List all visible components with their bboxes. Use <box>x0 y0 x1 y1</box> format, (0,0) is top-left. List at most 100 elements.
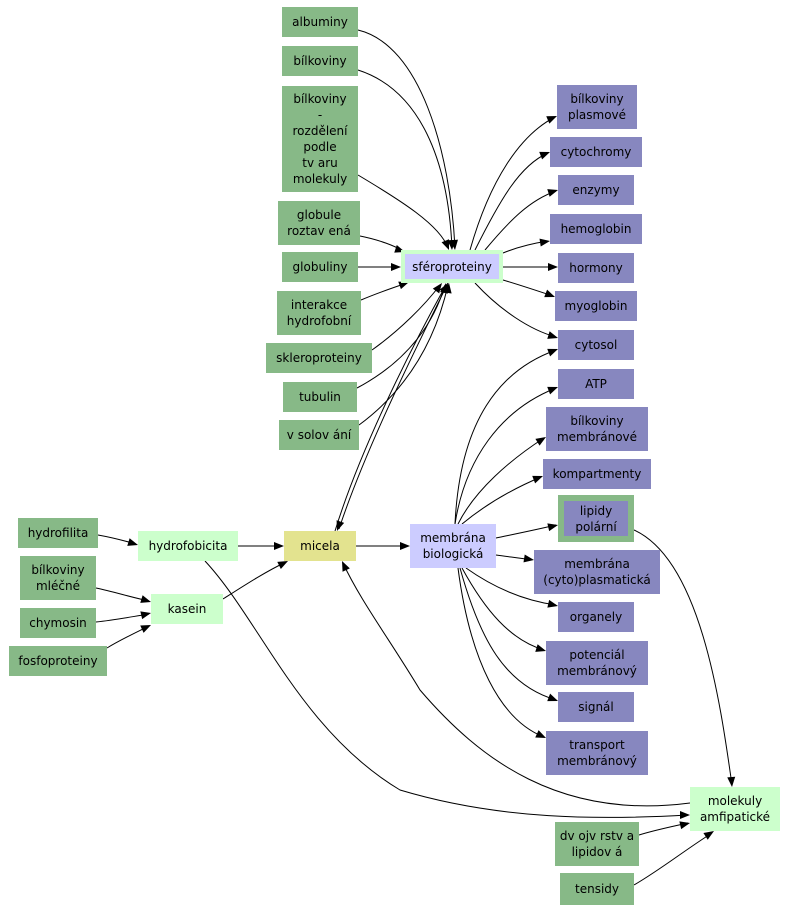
node-globule-roztavena[interactable]: globule roztav ená <box>278 201 360 245</box>
node-bilkoviny-rozdeleni[interactable]: bílkoviny - rozdělení podle tv aru molek… <box>282 86 358 192</box>
node-bilkoviny-plasmove[interactable]: bílkoviny plasmové <box>557 85 637 129</box>
edge-vsolovani <box>358 284 449 426</box>
node-tensidy[interactable]: tensidy <box>560 873 634 905</box>
node-membrana-biologicka[interactable]: membrána biologická <box>410 524 496 568</box>
edge-micela-mb-arrowhead <box>400 542 410 550</box>
edge-hydrofilita-arrowhead <box>127 538 138 546</box>
edge-micela-sf-arrowhead <box>439 283 448 294</box>
edge-hydrofobicita-molekuly <box>204 560 689 818</box>
edge-sf-cytochromy <box>474 152 549 251</box>
edge-mb-transport-arrowhead <box>535 730 546 738</box>
node-potencial-membranovy[interactable]: potenciál membránový <box>546 641 648 685</box>
edge-kasein-micela <box>222 561 287 600</box>
edge-fosfo-kasein-arrowhead <box>140 625 151 633</box>
node-interakce-hydrofobni[interactable]: interakce hydrofobní <box>277 291 361 335</box>
node-sferoproteiny[interactable]: sféroproteiny <box>401 250 503 283</box>
node-tubulin[interactable]: tubulin <box>283 382 357 412</box>
edge-mlecne-kasein-arrowhead <box>140 595 151 603</box>
edge-albuminy <box>357 29 456 249</box>
edge-sf-plasmove <box>469 116 556 251</box>
edge-sf-cytosol-arrowhead <box>547 331 558 339</box>
node-hydrofobicita[interactable]: hydrofobicita <box>138 531 238 561</box>
edge-sklero-arrowhead <box>432 283 442 294</box>
edge-mb-kompartmenty <box>461 476 542 525</box>
edge-sf-cytochromy-arrowhead <box>539 151 550 160</box>
node-cytochromy[interactable]: cytochromy <box>550 137 642 167</box>
edge-kasein-micela-arrowhead <box>277 561 288 570</box>
node-membrana-cytoplasmaticka[interactable]: membrána (cyto)plasmatická <box>534 550 660 594</box>
edge-mb-signal-arrowhead <box>547 693 558 702</box>
edge-mb-atp-arrowhead <box>547 386 558 395</box>
node-molekuly-amfipaticke[interactable]: molekuly amfipatické <box>690 787 780 831</box>
node-fosfoproteiny[interactable]: fosfoproteiny <box>9 646 107 676</box>
node-dvojvrstva-lipidova[interactable]: dv ojv rstv a lipidov á <box>555 822 639 866</box>
edge-hydrofobicita-molekuly-arrowhead <box>680 811 690 819</box>
edge-mb-lipidy <box>495 524 557 539</box>
edge-sklero <box>371 284 441 351</box>
edge-bilkoviny <box>357 69 453 249</box>
edge-globuliny-arrowhead <box>391 263 401 271</box>
edge-lipidy-molekuly <box>633 529 733 786</box>
edge-lipidy-molekuly-arrowhead <box>727 776 736 787</box>
edge-dvojvrstva-molekuly-arrowhead <box>679 821 690 830</box>
node-enzymy[interactable]: enzymy <box>558 175 634 205</box>
edge-sf-hormony-arrowhead <box>548 263 558 271</box>
edge-mb-potencial <box>461 567 545 651</box>
node-kompartmenty[interactable]: kompartmenty <box>543 459 651 489</box>
node-hemoglobin[interactable]: hemoglobin <box>550 214 642 244</box>
node-globuliny[interactable]: globuliny <box>282 252 358 282</box>
edge-mb-cytosol-arrowhead <box>547 348 558 357</box>
node-micela[interactable]: micela <box>284 531 356 561</box>
edge-mb-organely-arrowhead <box>547 599 558 608</box>
edge-sf-myoglobin-arrowhead <box>544 289 555 298</box>
edge-sf-hemoglobin-arrowhead <box>539 238 550 247</box>
edge-molekuly-micela <box>342 562 691 807</box>
edge-sf-myoglobin <box>502 279 554 297</box>
edge-mb-signal <box>459 567 557 701</box>
edge-mb-organely <box>465 567 557 606</box>
edge-sf-enzymy-arrowhead <box>547 189 558 197</box>
node-cytosol[interactable]: cytosol <box>558 330 634 360</box>
edge-bilkoviny-arrowhead <box>447 239 456 250</box>
node-bilkoviny-mlecne[interactable]: bílkoviny mléčné <box>20 556 96 600</box>
node-myoglobin[interactable]: myoglobin <box>555 291 637 321</box>
edge-molekuly-micela-arrowhead <box>342 561 350 572</box>
node-hormony[interactable]: hormony <box>558 253 634 283</box>
node-skleroproteiny[interactable]: skleroproteiny <box>266 343 372 373</box>
edge-tensidy-molekuly <box>633 832 713 886</box>
edge-sf-plasmove-arrowhead <box>546 116 557 124</box>
edge-tensidy-molekuly-arrowhead <box>703 831 714 840</box>
edge-sf-cytosol <box>474 282 557 338</box>
edge-mlecne-kasein <box>95 587 150 602</box>
edge-micela-sf <box>334 284 447 532</box>
edge-mb-transport <box>457 567 545 738</box>
edge-sf-enzymy <box>484 190 557 251</box>
node-signal[interactable]: signál <box>558 692 634 722</box>
node-atp[interactable]: ATP <box>558 369 634 399</box>
edge-rozdeleni-arrowhead <box>441 239 449 250</box>
node-bilkoviny[interactable]: bílkoviny <box>282 46 358 76</box>
node-lipidy-polarni[interactable]: lipidy polární <box>558 495 634 542</box>
edge-mb-cytosol <box>454 349 557 525</box>
edge-sf-micela-arrowhead <box>336 520 345 531</box>
node-kasein[interactable]: kasein <box>151 594 223 624</box>
edge-hydrofobicita-micela-arrowhead <box>274 542 284 550</box>
node-albuminy[interactable]: albuminy <box>282 7 358 37</box>
edge-sf-micela <box>338 282 449 530</box>
edge-mb-membranove-arrowhead <box>535 437 546 446</box>
node-bilkoviny-membranove[interactable]: bílkoviny membránové <box>546 407 648 451</box>
node-vsolovani[interactable]: v solov ání <box>279 420 359 450</box>
edge-mb-lipidy-arrowhead <box>547 523 558 532</box>
node-chymosin[interactable]: chymosin <box>20 608 96 638</box>
node-transport-membranovy[interactable]: transport membránový <box>546 731 648 775</box>
node-organely[interactable]: organely <box>558 602 634 632</box>
edge-interakce-arrowhead <box>398 281 409 290</box>
edge-mb-membrana-cyto-arrowhead <box>523 554 534 563</box>
edge-mb-atp <box>454 387 557 525</box>
node-hydrofilita[interactable]: hydrofilita <box>18 518 98 548</box>
edge-chymosin-kasein <box>95 613 150 623</box>
edge-rozdeleni <box>357 174 449 249</box>
edge-mb-potencial-arrowhead <box>535 644 546 652</box>
